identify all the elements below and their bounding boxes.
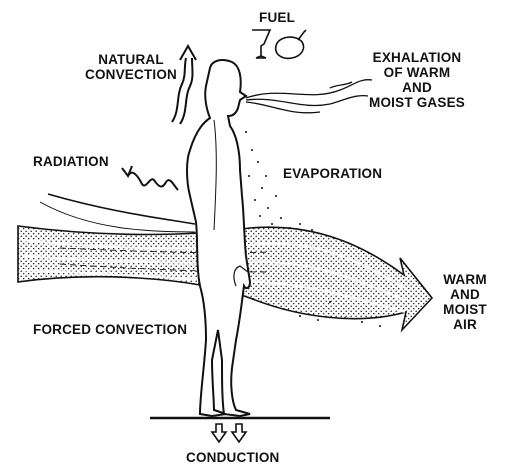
exhalation-label: EXHALATION OF WARM AND MOIST GASES bbox=[369, 50, 465, 110]
fuel-glass-chicken-icon bbox=[252, 29, 307, 60]
conduction-label: CONDUCTION bbox=[186, 450, 280, 465]
natural-convection-label: NATURAL CONVECTION bbox=[85, 52, 178, 82]
warm-moist-air-label: WARM AND MOIST AIR bbox=[443, 272, 487, 332]
evaporation-label: EVAPORATION bbox=[283, 166, 383, 181]
human-figure bbox=[186, 59, 252, 418]
evaporation-dots-icon bbox=[245, 131, 381, 327]
fuel-label: FUEL bbox=[259, 10, 296, 25]
radiation-label: RADIATION bbox=[33, 154, 109, 169]
forced-convection-label: FORCED CONVECTION bbox=[33, 322, 188, 337]
conduction-arrows-icon bbox=[210, 423, 248, 444]
exhalation-wisps-icon bbox=[245, 79, 373, 114]
radiation-squiggle-icon bbox=[121, 165, 179, 191]
natural-convection-arrow-icon bbox=[171, 43, 197, 125]
